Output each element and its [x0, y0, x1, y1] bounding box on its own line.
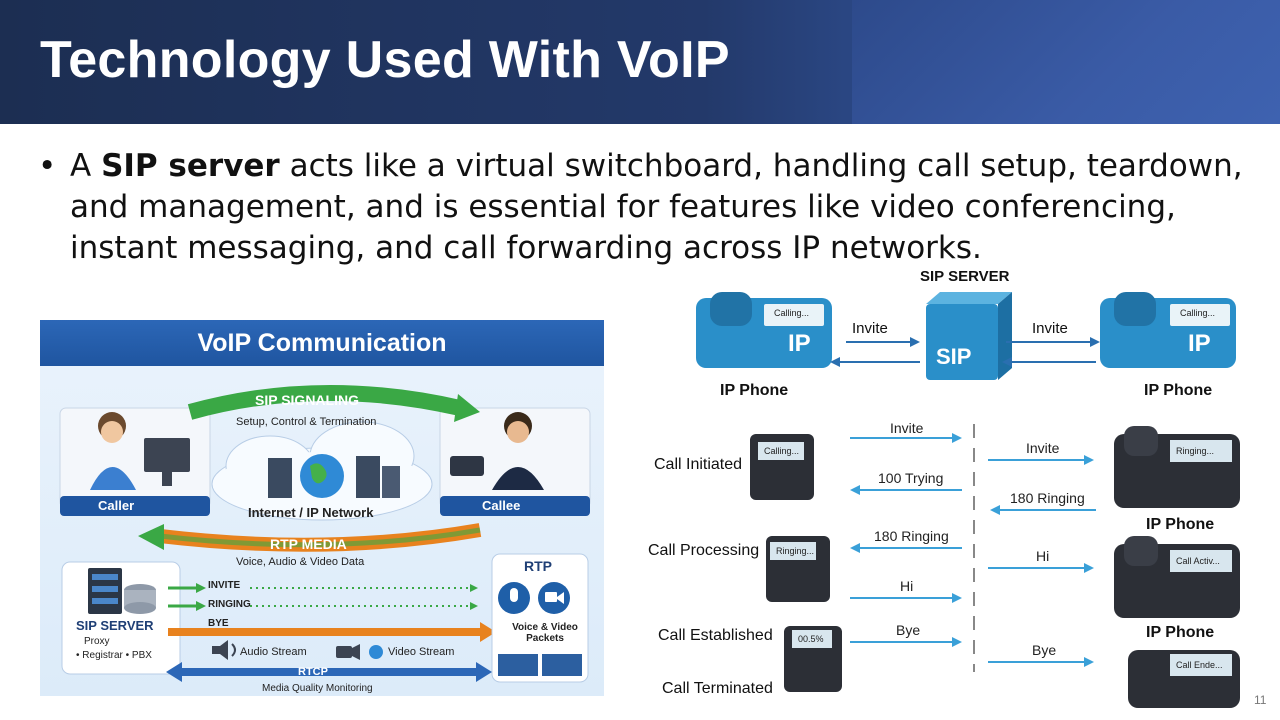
invite-label-left: Invite — [852, 320, 888, 337]
audio-stream-label: Audio Stream — [240, 646, 307, 658]
msg-hi-left: Hi — [900, 578, 914, 594]
rtp-media-sub: Voice, Audio & Video Data — [236, 556, 365, 568]
sip-call-flow-diagram: SIP SERVER SIP IP IP Calling... Calling.… — [640, 262, 1260, 708]
invite-label: INVITE — [208, 580, 241, 591]
voip-title: VoIP Communication — [197, 329, 447, 357]
network-label: Internet / IP Network — [248, 505, 374, 520]
ip-phone-label-right: IP Phone — [1144, 382, 1213, 399]
msg-180-ringing-left: 180 Ringing — [874, 528, 949, 544]
bye-label: BYE — [208, 618, 229, 629]
bullet-text: A SIP server acts like a virtual switchb… — [70, 146, 1260, 269]
calling-screen-left: Calling... — [774, 308, 810, 318]
stage-call-initiated: Call Initiated — [654, 456, 743, 473]
ip-logo-right: IP — [1188, 330, 1211, 357]
screen-timer: 00.5% — [798, 634, 824, 644]
msg-invite-right: Invite — [1026, 440, 1060, 456]
rtcp-sub: Media Quality Monitoring — [262, 683, 373, 694]
stage-call-processing: Call Processing — [648, 542, 760, 559]
voip-illustration — [59, 384, 591, 683]
ip-phone-label-mid1: IP Phone — [1146, 516, 1215, 533]
calling-screen-right: Calling... — [1180, 308, 1216, 318]
msg-invite-left: Invite — [890, 420, 924, 436]
screen-ringing-right: Ringing... — [1176, 446, 1215, 456]
msg-hi-right: Hi — [1036, 548, 1050, 564]
screen-ringing: Ringing... — [776, 546, 815, 556]
screen-call-active: Call Activ... — [1176, 556, 1220, 566]
rtcp-label: RTCP — [298, 666, 328, 678]
page-number: 11 — [1254, 693, 1267, 707]
stage-call-established: Call Established — [658, 627, 773, 644]
sip-server-label: SIP SERVER — [76, 618, 154, 633]
header-accent-panel — [852, 0, 1280, 124]
bullet-prefix: A — [70, 148, 102, 184]
video-stream-label: Video Stream — [388, 646, 455, 658]
ringing-label: RINGING — [208, 599, 251, 610]
ip-logo-left: IP — [788, 330, 811, 357]
bullet-dot: • — [38, 148, 57, 184]
sip-signaling-label: SIP SIGNALING — [255, 392, 359, 408]
invite-label-right: Invite — [1032, 320, 1068, 337]
sip-signaling-sub: Setup, Control & Termination — [236, 416, 377, 428]
sip-server-registrar: • Registrar • PBX — [76, 650, 152, 661]
slide-title: Technology Used With VoIP — [40, 31, 730, 89]
screen-calling: Calling... — [764, 446, 800, 456]
caller-label: Caller — [98, 498, 135, 513]
ip-phone-label-left: IP Phone — [720, 382, 789, 399]
sip-server-logo-text: SIP — [936, 344, 972, 369]
slide-header: Technology Used With VoIP — [0, 0, 1280, 124]
msg-100-trying: 100 Trying — [878, 470, 944, 486]
bullet-rest: acts like a virtual switchboard, handlin… — [70, 148, 1243, 266]
voip-communication-image: VoIP Communication — [40, 320, 604, 696]
screen-call-ended: Call Ende... — [1176, 660, 1223, 670]
msg-180-ringing-right: 180 Ringing — [1010, 490, 1085, 506]
sip-flow-graphics — [696, 292, 1240, 708]
callee-label: Callee — [482, 498, 521, 513]
sip-server-proxy: Proxy — [84, 636, 110, 647]
rtp-box-sub: Voice & Video Packets — [512, 622, 578, 644]
ip-phone-label-mid2: IP Phone — [1146, 624, 1215, 641]
sip-server-title: SIP SERVER — [920, 268, 1010, 285]
bullet-bold-term: SIP server — [101, 148, 280, 184]
msg-bye-right: Bye — [1032, 642, 1057, 658]
rtp-media-label: RTP MEDIA — [270, 536, 347, 552]
stage-call-terminated: Call Terminated — [662, 680, 773, 697]
msg-bye-left: Bye — [896, 622, 921, 638]
rtp-box-title: RTP — [524, 558, 552, 574]
voip-banner: VoIP Communication — [40, 320, 604, 366]
